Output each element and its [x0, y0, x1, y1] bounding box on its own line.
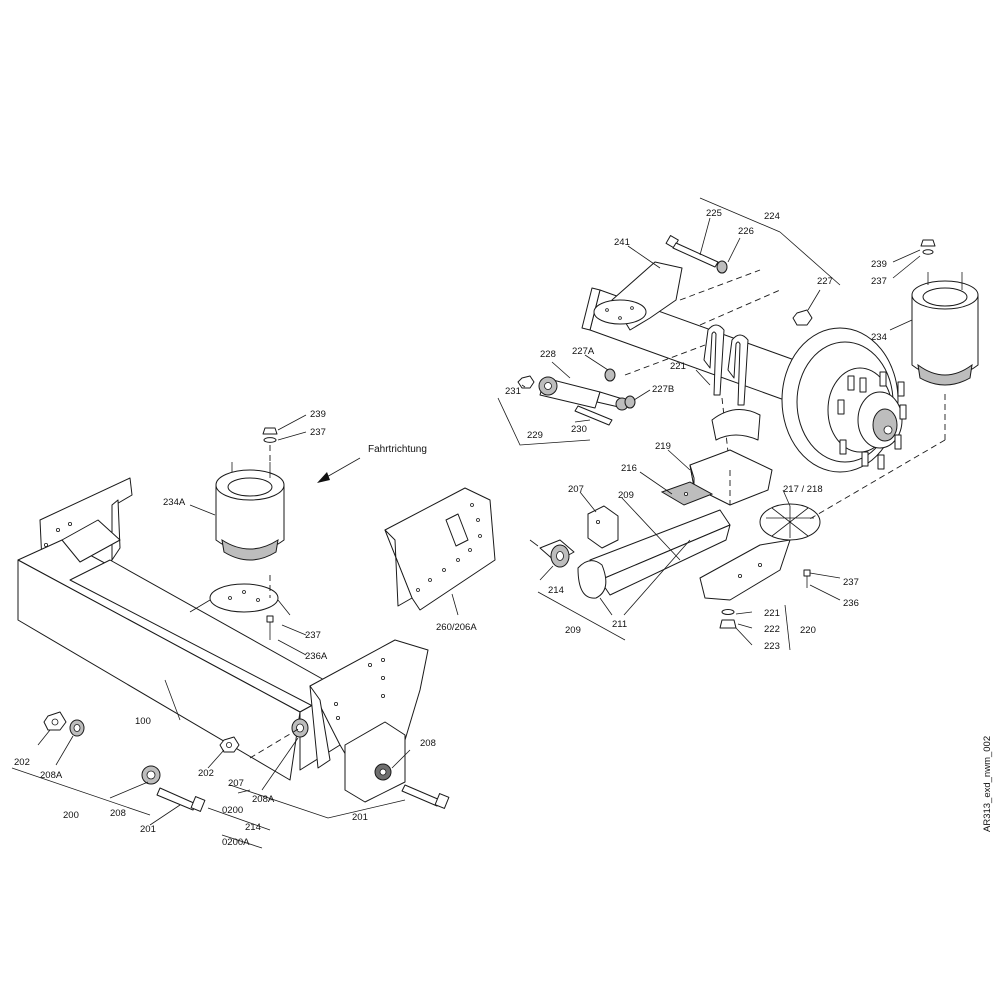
- label-214-left: 214: [245, 822, 261, 833]
- label-214-right: 214: [548, 585, 564, 596]
- label-208-left: 208: [110, 808, 126, 819]
- label-0200: 0200: [222, 805, 243, 816]
- label-237-right-top: 237: [871, 276, 887, 287]
- label-237-right-bottom: 237: [843, 577, 859, 588]
- washer-208A-center: [291, 718, 309, 738]
- label-234A: 234A: [163, 497, 186, 508]
- label-241: 241: [614, 237, 630, 248]
- bolt-201-right: [401, 784, 450, 809]
- label-239-left: 239: [310, 409, 326, 420]
- label-209-top: 209: [618, 490, 634, 501]
- label-260-206A: 260/206A: [436, 622, 477, 633]
- u-bolts-221: [703, 324, 749, 471]
- bushing-214: [539, 539, 575, 568]
- spring-seat-upper: [711, 409, 761, 441]
- bolt-236: [803, 569, 811, 588]
- bolt-230: [574, 405, 613, 426]
- label-100: 100: [135, 716, 151, 727]
- bracket-241: [593, 261, 683, 331]
- label-209-bottom: 209: [565, 625, 581, 636]
- label-208A-center: 208A: [252, 794, 275, 805]
- label-236: 236: [843, 598, 859, 609]
- label-0200A: 0200A: [222, 837, 250, 848]
- label-221-top: 221: [670, 361, 686, 372]
- bolt-225: [665, 235, 719, 268]
- label-221-bottom: 221: [764, 608, 780, 619]
- label-223: 223: [764, 641, 780, 652]
- label-211: 211: [612, 619, 627, 630]
- label-236A: 236A: [305, 651, 328, 662]
- washer-226: [716, 260, 728, 274]
- clamp-207: [587, 505, 619, 549]
- bracket-217-218: [699, 503, 821, 601]
- label-201-right: 201: [352, 812, 368, 823]
- label-207-left: 207: [228, 778, 244, 789]
- nut-202-center: [219, 736, 240, 753]
- label-237-left-bottom: 237: [305, 630, 321, 641]
- bolt-236A: [266, 615, 274, 640]
- direction-note: Fahrtrichtung: [368, 444, 427, 455]
- label-219: 219: [655, 441, 671, 452]
- label-239-right: 239: [871, 259, 887, 270]
- nut-washer-left: [262, 427, 278, 443]
- label-231: 231: [505, 386, 521, 397]
- label-227A: 227A: [572, 346, 595, 357]
- leaf-spring-211: [577, 509, 731, 599]
- label-202-center: 202: [198, 768, 214, 779]
- nut-227: [792, 309, 813, 326]
- label-227: 227: [817, 276, 833, 287]
- washer-208A-left: [69, 719, 85, 737]
- label-222: 222: [764, 624, 780, 635]
- part-labels: 100 200 201 201 202 202 207 207 208 208 …: [14, 208, 993, 848]
- label-234: 234: [871, 332, 887, 343]
- pad-216: [660, 481, 714, 506]
- label-216: 216: [621, 463, 637, 474]
- label-201-left: 201: [140, 824, 156, 835]
- label-208-right: 208: [420, 738, 436, 749]
- washer-227A: [604, 368, 616, 382]
- nut-202-left: [43, 711, 67, 731]
- air-spring-234A: [215, 445, 285, 561]
- label-237-left-top: 237: [310, 427, 326, 438]
- label-229: 229: [527, 430, 543, 441]
- label-226: 226: [738, 226, 754, 237]
- label-220: 220: [800, 625, 816, 636]
- bracket-260-206A: [384, 487, 496, 611]
- washer-227B: [624, 395, 636, 409]
- leader-lines: [11, 197, 921, 849]
- drawing-id: AR313_exd_nwm_002: [982, 736, 993, 832]
- label-225: 225: [706, 208, 722, 219]
- label-202-left: 202: [14, 757, 30, 768]
- nut-washer-220: [719, 609, 737, 629]
- label-207-right: 207: [568, 484, 584, 495]
- label-217-218: 217 / 218: [783, 484, 823, 495]
- bolt-201-center: [141, 765, 206, 812]
- frame-cross-member: [17, 477, 429, 803]
- label-227B: 227B: [652, 384, 674, 395]
- shock-absorber-228: [538, 376, 629, 411]
- air-spring-plate-left: [189, 583, 291, 616]
- assembly-dash-lines: [249, 269, 946, 759]
- label-230: 230: [571, 424, 587, 435]
- label-224: 224: [764, 211, 780, 222]
- label-200: 200: [63, 810, 79, 821]
- label-228: 228: [540, 349, 556, 360]
- air-spring-234: [911, 239, 979, 386]
- brake-disc-hub: [781, 327, 907, 473]
- direction-arrow: [317, 457, 361, 483]
- label-208A-left: 208A: [40, 770, 63, 781]
